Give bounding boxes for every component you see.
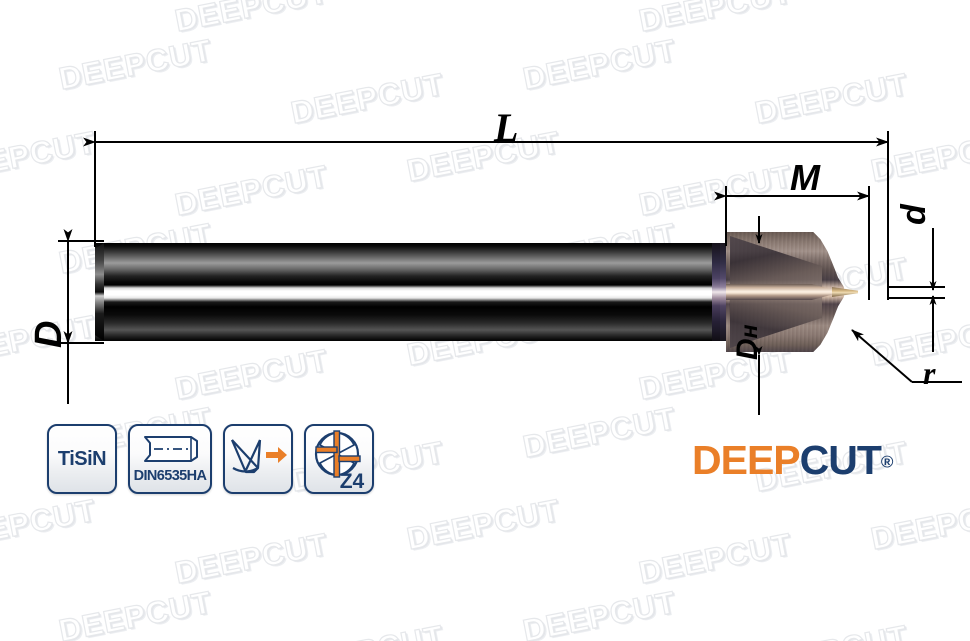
shank-standard-caption: DIN6535HA (133, 468, 207, 484)
head-center-highlight (726, 284, 836, 300)
flute-count-label: Z4 (340, 470, 365, 490)
dimension-Dh (725, 216, 763, 415)
label-head-diameter: Dн (731, 324, 765, 360)
logo-cut-text: CUT (799, 437, 882, 483)
dimension-M (714, 186, 870, 300)
badge-coating[interactable]: TiSiN (47, 424, 117, 494)
logo-deep-text: DEEP (692, 437, 801, 483)
dimension-d (888, 228, 945, 352)
label-corner-radius: r (923, 355, 936, 391)
label-shank-diameter: D (28, 320, 70, 348)
regrind-arrow-icon (230, 439, 287, 474)
coating-label: TiSiN (57, 447, 107, 470)
label-head-diameter-subscript: н (736, 324, 762, 339)
badge-shank-standard[interactable]: DIN6535HA (128, 424, 212, 494)
badge-regrind[interactable] (223, 424, 293, 494)
shank-coating-transition (712, 243, 728, 341)
registered-trademark-icon: ® (880, 452, 894, 472)
tool-shank (95, 243, 720, 341)
pilot-tip (832, 287, 858, 297)
dimension-D (58, 229, 104, 404)
shank-end-face (95, 243, 104, 341)
label-cutting-length: M (790, 157, 820, 198)
four-flute-cross-section-icon: Z4 (314, 430, 365, 490)
badge-flute-count[interactable]: Z4 (304, 424, 374, 494)
label-tip-diameter: d (895, 204, 933, 225)
feature-badge-row: TiSiN DIN6535HA (47, 424, 374, 494)
cylindrical-shank-icon (144, 436, 198, 462)
dimension-r-leader (851, 329, 962, 383)
label-head-diameter-symbol: D (731, 338, 764, 360)
label-overall-length: L (494, 105, 519, 150)
deepcut-logo: DEEPCUT® (692, 437, 893, 484)
dimension-L (83, 131, 889, 300)
